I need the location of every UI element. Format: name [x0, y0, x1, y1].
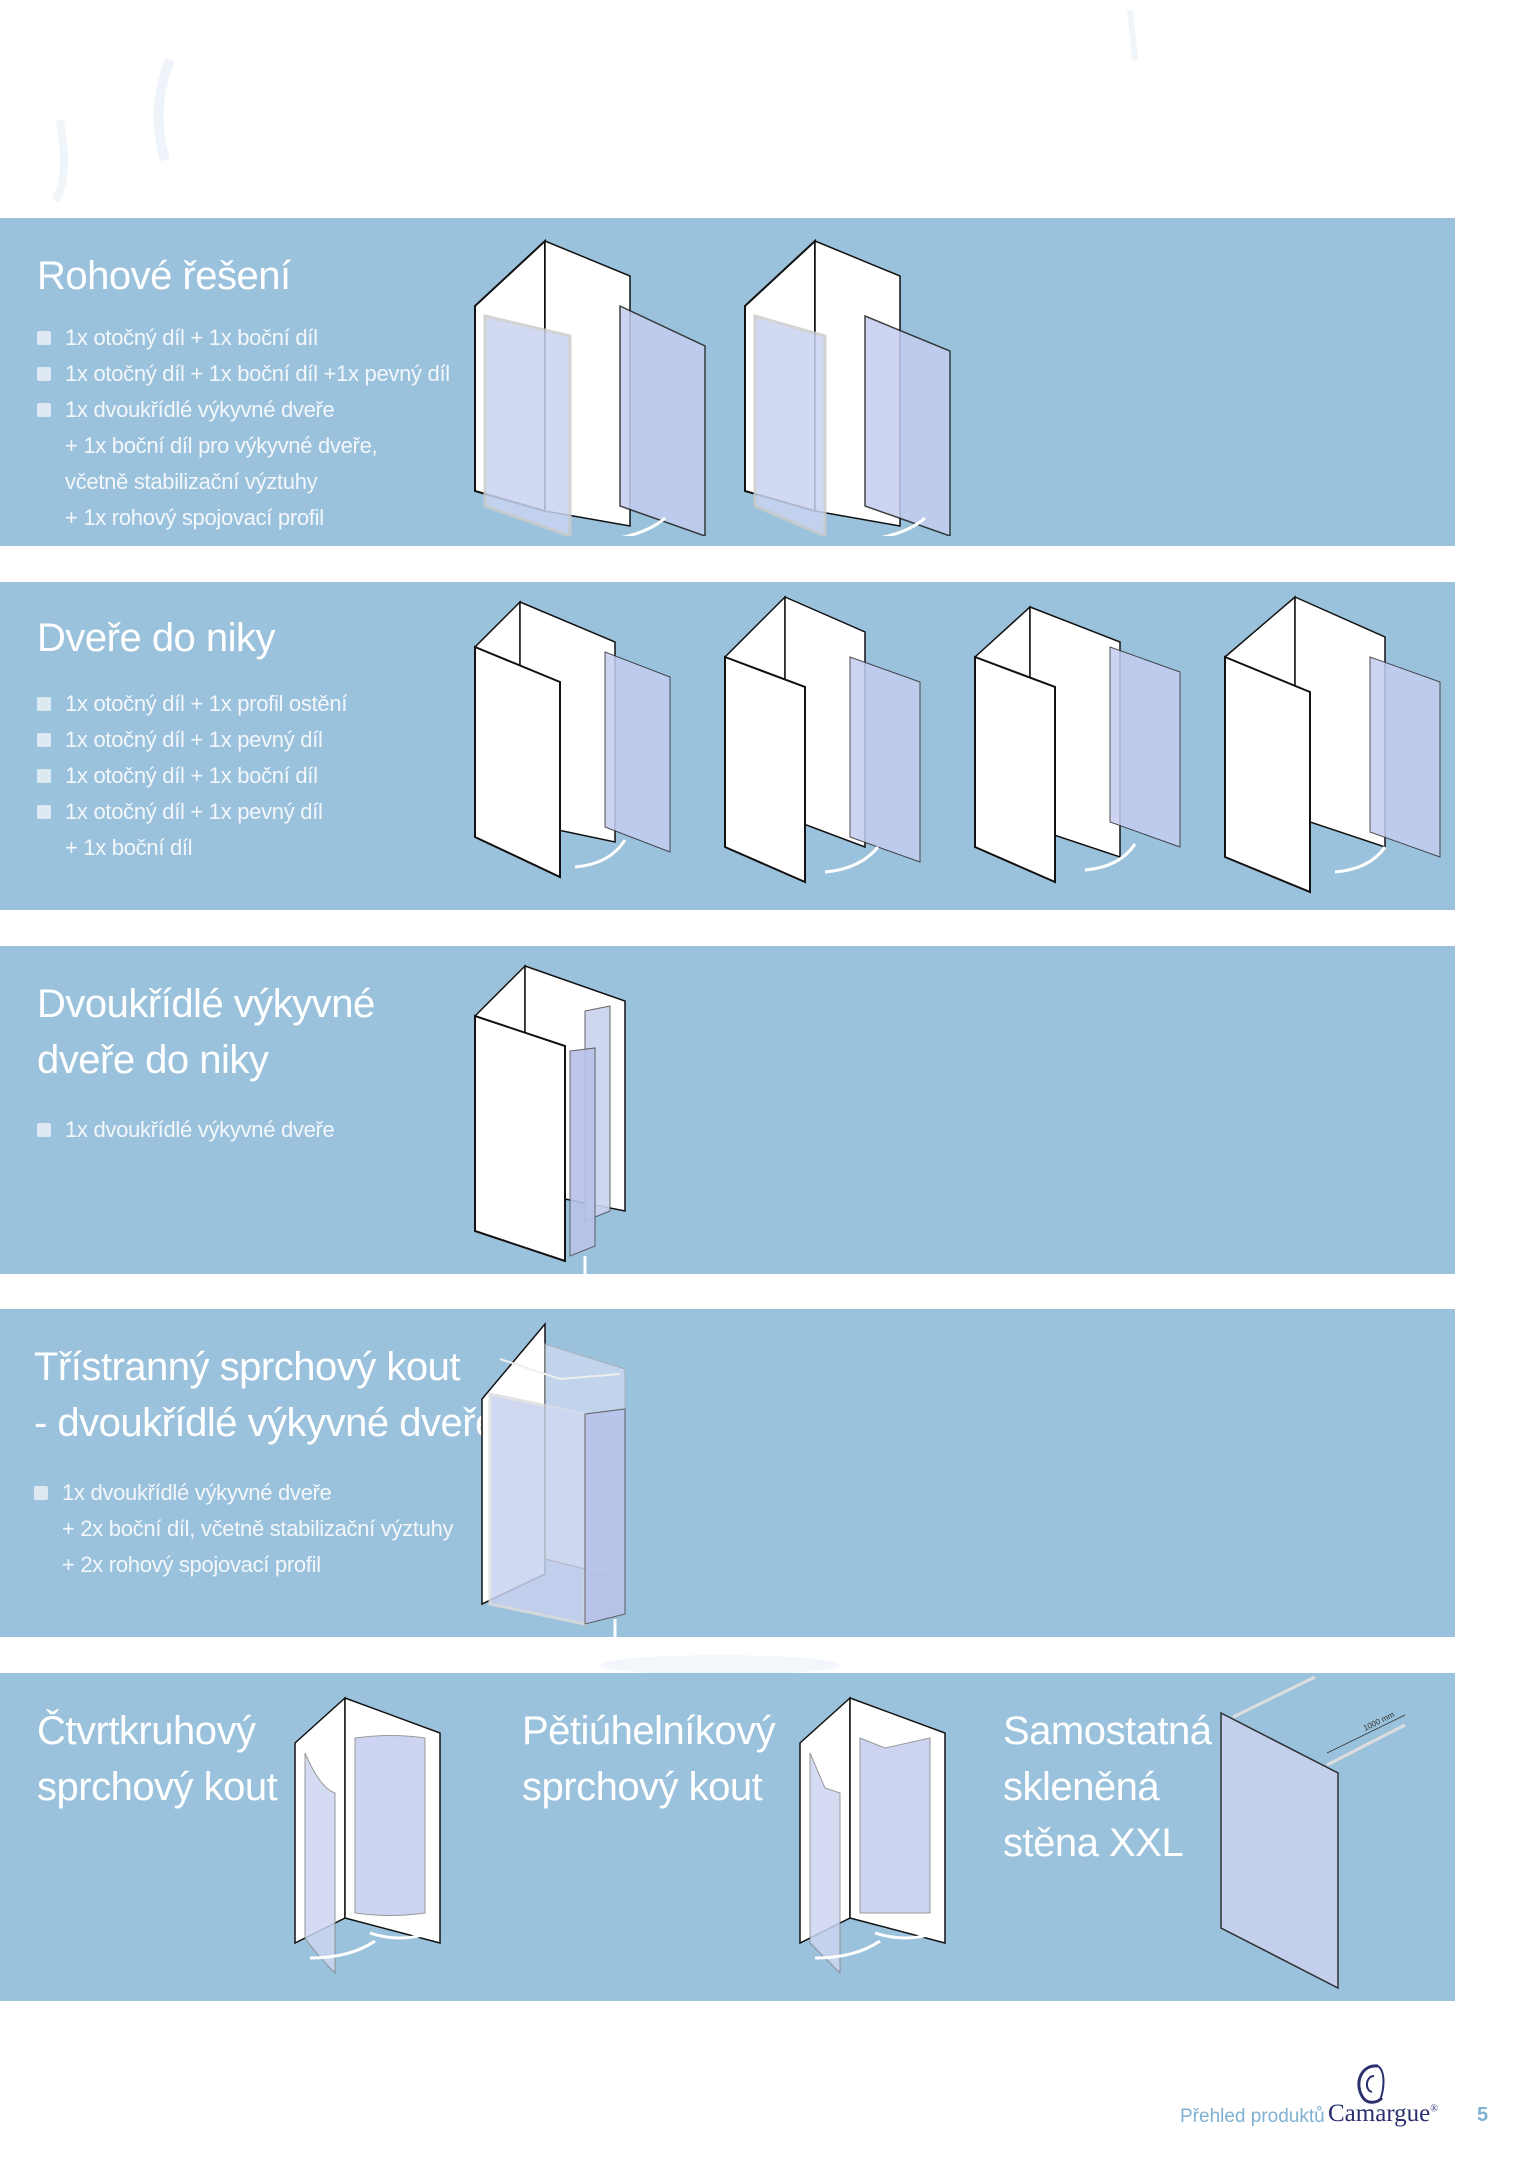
- list-item: 1x otočný díl + 1x profil ostění: [37, 686, 347, 722]
- section-title: Dvoukřídlé výkyvné dveře do niky: [37, 982, 375, 1082]
- illustration-pentagon-enclosure: [799, 1696, 946, 1975]
- illustration-quadrant-enclosure: [294, 1696, 441, 1975]
- illustration-niche-door-profile: [474, 600, 671, 879]
- feature-list: 1x otočný díl + 1x profil ostění 1x otoč…: [37, 686, 347, 866]
- section-title: Dveře do niky: [37, 616, 276, 660]
- list-item: 1x otočný díl + 1x boční díl: [37, 758, 347, 794]
- feature-list: 1x dvoukřídlé výkyvné dveře: [37, 1112, 335, 1148]
- illustration-niche-door-fixed-panel: [724, 595, 921, 884]
- section-niche-doors: Dveře do niky 1x otočný díl + 1x profil …: [0, 582, 1455, 910]
- shower-illustrations-corner: [474, 238, 951, 536]
- page-number: 5: [1477, 2104, 1489, 2126]
- footer-section-label: Přehled produktů: [1180, 2106, 1325, 2127]
- section-three-sided-enclosure: Třístranný sprchový kout - dvoukřídlé vý…: [0, 1309, 1455, 1639]
- illustration-niche-door-side-panel: [974, 605, 1181, 884]
- section-title: Třístranný sprchový kout - dvoukřídlé vý…: [34, 1345, 497, 1445]
- illustration-niche-door-fixed-side-panel: [1224, 595, 1441, 894]
- camargue-logo-icon: [1357, 2064, 1385, 2104]
- section-corner-solutions: Rohové řešení 1x otočný díl + 1x boční d…: [0, 218, 1455, 546]
- feature-list: 1x otočný díl + 1x boční díl 1x otočný d…: [37, 320, 450, 536]
- illustration-walk-in-glass-wall: 1000 mm: [1220, 1675, 1406, 1990]
- section-title: Samostatná skleněná stěna XXL: [1003, 1709, 1212, 1865]
- bullet-square-icon: [37, 1123, 51, 1137]
- list-item: 1x otočný díl + 1x boční díl +1x pevný d…: [37, 356, 450, 392]
- bullet-square-icon: [37, 769, 51, 783]
- bullet-square-icon: [34, 1486, 48, 1500]
- bullet-square-icon: [37, 403, 51, 417]
- list-item: 1x otočný díl + 1x boční díl: [37, 320, 450, 356]
- illustration-corner-swing-door-side-panel: [474, 238, 706, 536]
- bullet-square-icon: [37, 367, 51, 381]
- list-item: 1x dvoukřídlé výkyvné dveře + 1x boční d…: [37, 392, 450, 536]
- section-title: Čtvrtkruhový sprchový kout: [37, 1709, 278, 1809]
- section-title: Pětiúhelníkový sprchový kout: [522, 1709, 776, 1809]
- illustration-corner-swing-door-fixed-panel: [744, 238, 951, 536]
- list-item: 1x otočný díl + 1x pevný díl: [37, 722, 347, 758]
- bullet-square-icon: [37, 805, 51, 819]
- list-item: 1x dvoukřídlé výkyvné dveře + 2x boční d…: [34, 1475, 454, 1583]
- section-niche-double-pivot: Dvoukřídlé výkyvné dveře do niky 1x dvou…: [0, 946, 1455, 1274]
- list-item: 1x otočný díl + 1x pevný díl + 1x boční …: [37, 794, 347, 866]
- section-title: Rohové řešení: [37, 254, 291, 298]
- bullet-square-icon: [37, 331, 51, 345]
- section-other-enclosures: Čtvrtkruhový sprchový kout Pětiúhelníkov…: [0, 1673, 1455, 2001]
- illustration-niche-double-pivot-door: [474, 964, 626, 1274]
- brand-name: Camargue®: [1328, 2100, 1438, 2127]
- bullet-square-icon: [37, 697, 51, 711]
- illustration-three-sided-enclosure: [481, 1321, 626, 1639]
- bullet-square-icon: [37, 733, 51, 747]
- feature-list: 1x dvoukřídlé výkyvné dveře + 2x boční d…: [34, 1475, 454, 1583]
- list-item: 1x dvoukřídlé výkyvné dveře: [37, 1112, 335, 1148]
- shower-illustrations-niche: [474, 595, 1441, 894]
